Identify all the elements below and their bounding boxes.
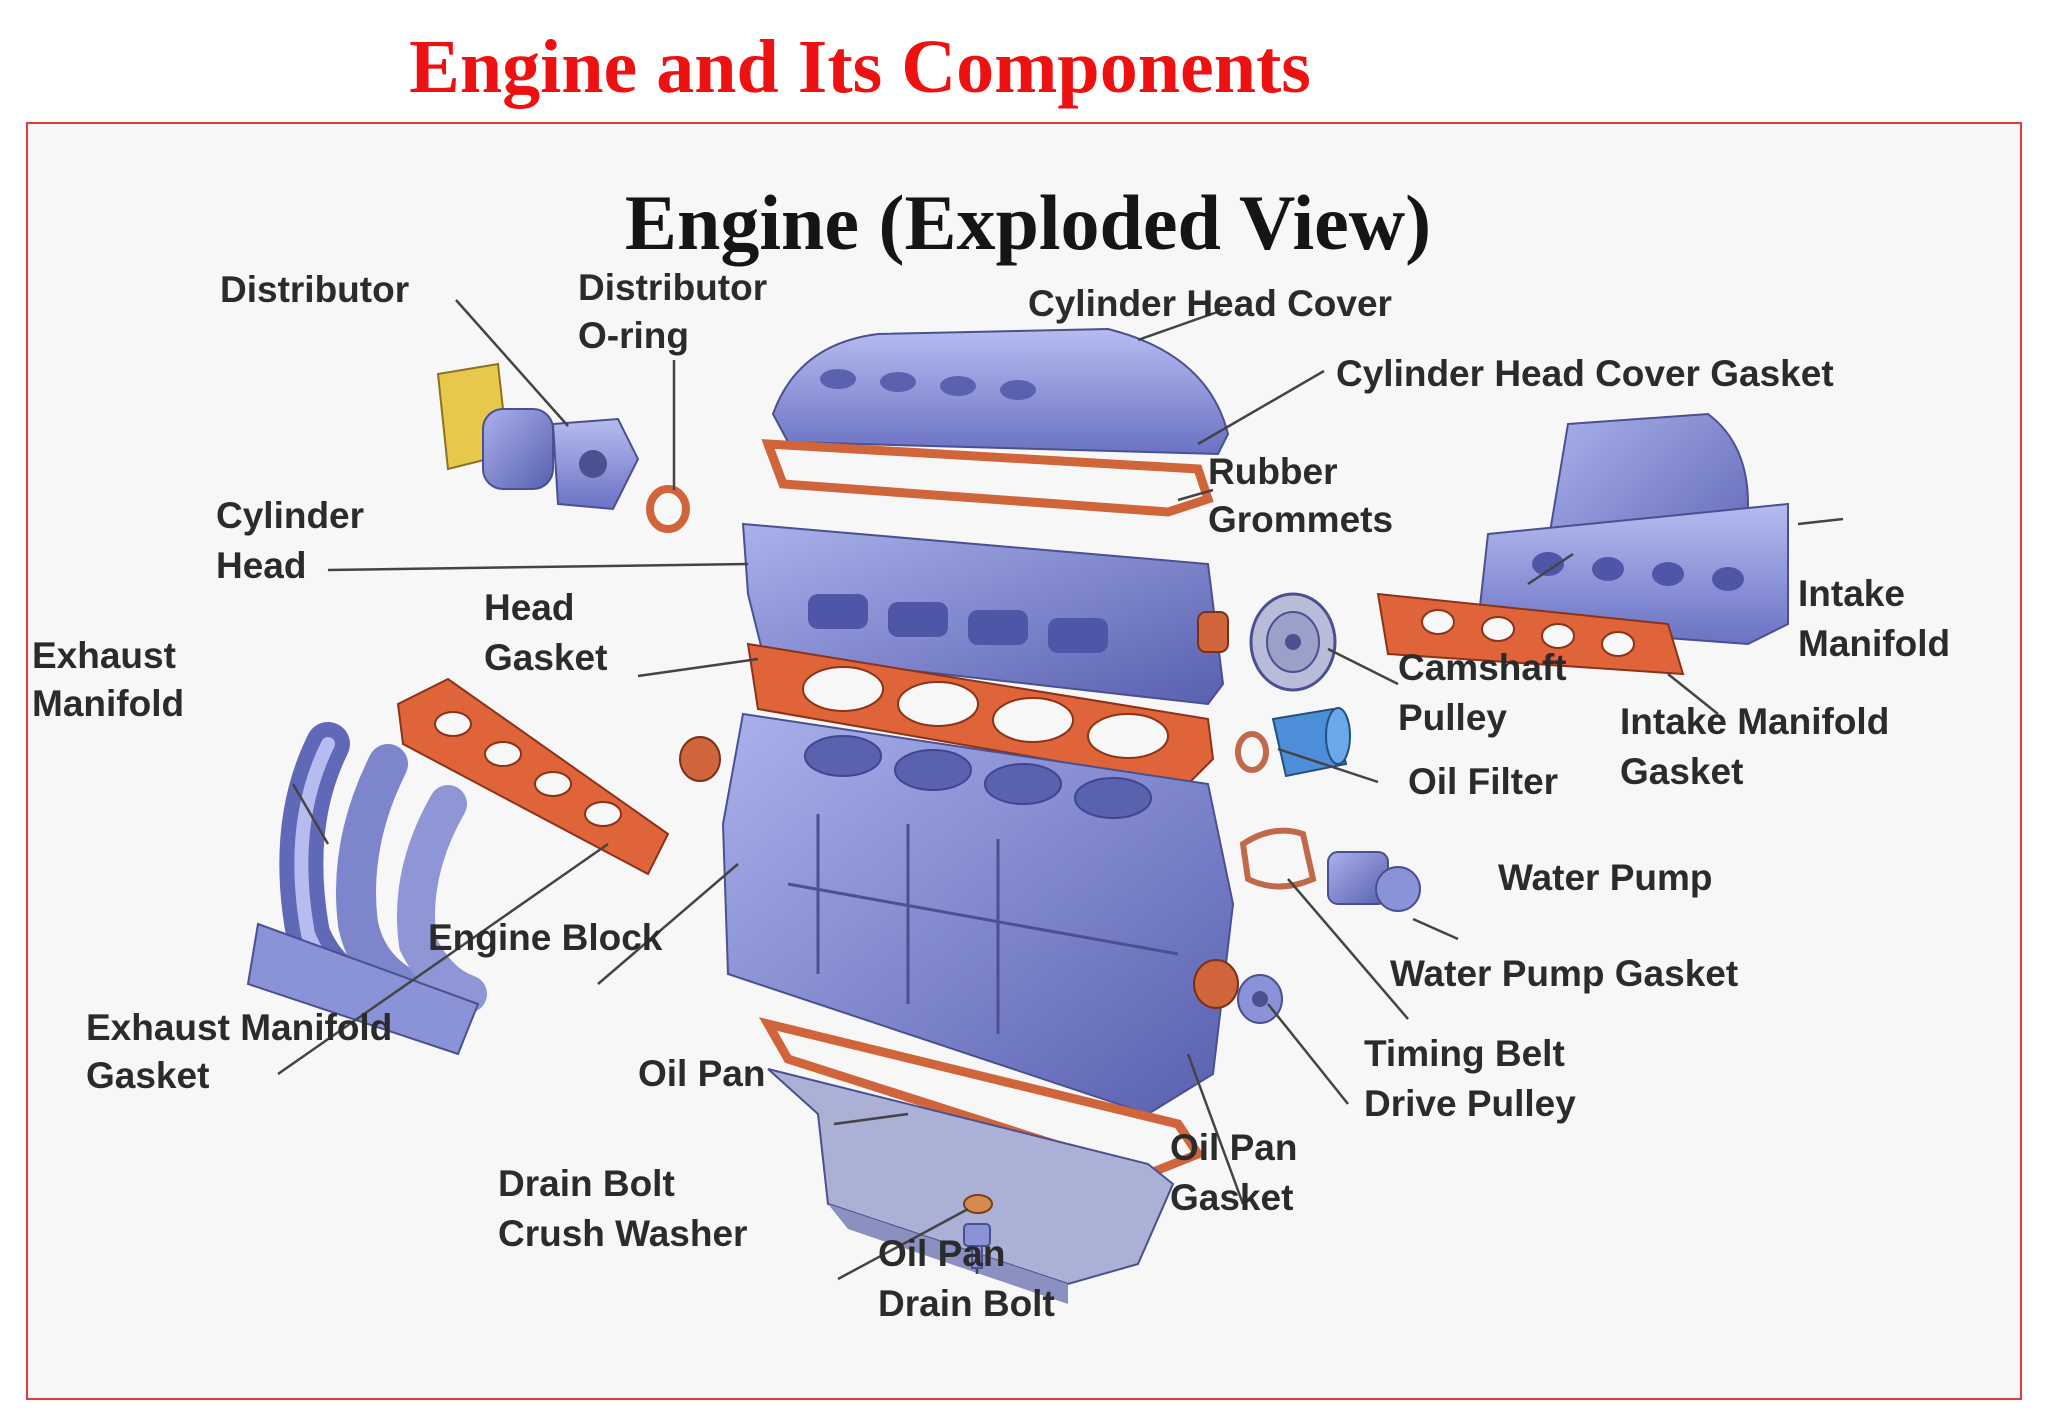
label-intake-manifold-gasket-line1: Intake Manifold — [1620, 701, 1890, 742]
label-rubber-grommets-line2: Grommets — [1208, 499, 1394, 540]
engine-block-part — [721, 712, 1235, 1116]
oil-filter-seal-part — [1235, 731, 1269, 773]
intake-manifold-gasket-part — [1376, 592, 1685, 676]
label-timing-belt-line2: Drive Pulley — [1364, 1083, 1576, 1124]
label-oil-pan-drain-bolt-line1: Oil Pan — [878, 1233, 1006, 1274]
label-rubber-grommets-line1: Rubber — [1208, 451, 1338, 492]
oil-pan-gasket-part — [758, 1017, 1205, 1179]
label-oil-pan-gasket-line2: Gasket — [1170, 1177, 1294, 1218]
label-cylinder-head-cover-gasket: Cylinder Head Cover Gasket — [1336, 353, 1834, 394]
label-timing-belt-line1: Timing Belt — [1364, 1033, 1565, 1074]
label-intake-manifold-line2: Manifold — [1798, 623, 1951, 664]
water-pump-gasket-part — [1239, 827, 1317, 890]
cylinder-head-part — [741, 522, 1229, 706]
timing-belt-drive-pulley-part — [1193, 959, 1283, 1024]
label-cylinder-head-line2: Head — [216, 545, 307, 586]
label-head-gasket-line2: Gasket — [484, 637, 608, 678]
label-drain-bolt-washer-line1: Drain Bolt — [498, 1163, 675, 1204]
cylinder-head-cover-part — [771, 327, 1230, 456]
oil-pan-part — [767, 1068, 1175, 1304]
diagram-frame: Engine (Exploded View) Distributor Distr… — [26, 122, 2022, 1400]
diagram-title: Engine (Exploded View) — [624, 179, 1432, 266]
label-drain-bolt-washer-line2: Crush Washer — [498, 1213, 748, 1254]
label-distributor-oring-line2: O-ring — [578, 315, 689, 356]
label-oil-pan-gasket-line1: Oil Pan — [1170, 1127, 1298, 1168]
label-camshaft-pulley-line1: Camshaft — [1398, 647, 1567, 688]
distributor-part — [436, 362, 640, 511]
label-cylinder-head-cover: Cylinder Head Cover — [1028, 283, 1392, 324]
leader-lines — [277, 299, 1844, 1281]
slide-title: Engine and Its Components — [409, 25, 1311, 109]
label-exhaust-manifold-line2: Manifold — [32, 683, 185, 724]
label-cylinder-head-line1: Cylinder — [216, 495, 365, 536]
label-water-pump-gasket: Water Pump Gasket — [1390, 953, 1739, 994]
label-intake-manifold-gasket-line2: Gasket — [1620, 751, 1744, 792]
oil-filter-part — [1271, 707, 1351, 778]
label-camshaft-pulley-line2: Pulley — [1398, 697, 1507, 738]
exhaust-manifold-gasket-part — [396, 677, 670, 876]
distributor-oring-part — [646, 485, 690, 533]
label-engine-block: Engine Block — [428, 917, 663, 958]
label-distributor: Distributor — [220, 269, 410, 310]
label-oil-pan: Oil Pan — [638, 1053, 766, 1094]
oil-pan-drain-bolt-part — [963, 1223, 991, 1269]
label-exhaust-manifold-gasket-line1: Exhaust Manifold — [86, 1007, 393, 1048]
camshaft-pulley-part — [1249, 592, 1337, 692]
label-oil-pan-drain-bolt-line2: Drain Bolt — [878, 1283, 1055, 1324]
seal-part — [679, 736, 721, 782]
cylinder-head-cover-gasket-part — [761, 439, 1214, 517]
label-exhaust-manifold-line1: Exhaust — [32, 635, 176, 676]
label-water-pump: Water Pump — [1498, 857, 1713, 898]
label-exhaust-manifold-gasket-line2: Gasket — [86, 1055, 210, 1096]
intake-manifold-part — [1476, 412, 1789, 646]
label-oil-filter: Oil Filter — [1408, 761, 1559, 802]
exhaust-manifold-part — [246, 722, 487, 1056]
water-pump-part — [1327, 851, 1421, 912]
label-distributor-oring-line1: Distributor — [578, 267, 768, 308]
label-intake-manifold-line1: Intake — [1798, 573, 1905, 614]
engine-illustration — [246, 299, 1844, 1304]
head-gasket-part — [746, 642, 1215, 786]
drain-bolt-washer-part — [963, 1194, 993, 1214]
label-head-gasket-line1: Head — [484, 587, 575, 628]
